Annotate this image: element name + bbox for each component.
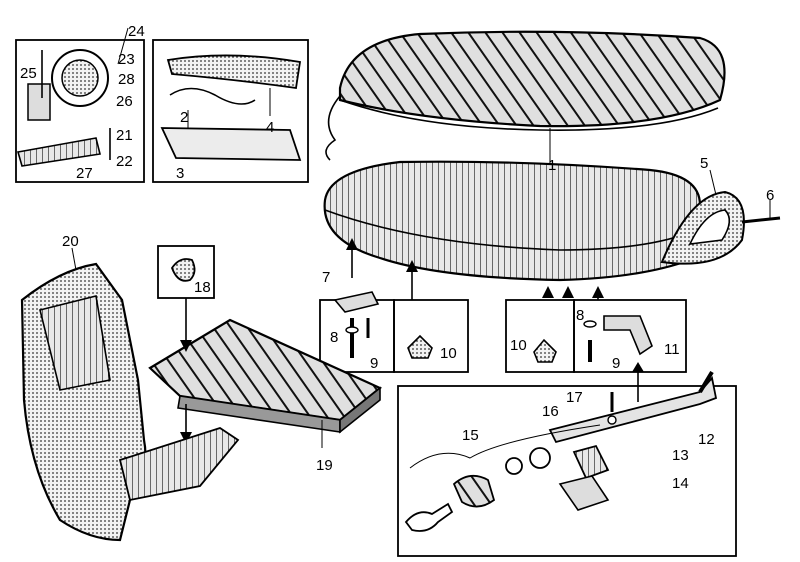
bracket-part-7 bbox=[333, 291, 380, 313]
label-12: 12 bbox=[698, 431, 715, 448]
washer-part-16 bbox=[607, 415, 617, 425]
detail-frame bbox=[15, 39, 145, 183]
label-23: 23 bbox=[118, 51, 135, 68]
label-15: 15 bbox=[462, 427, 479, 444]
lock-assembly-box bbox=[397, 370, 737, 557]
seat-cover-upper bbox=[325, 30, 726, 168]
label-3: 3 bbox=[176, 165, 184, 182]
screw-part-6 bbox=[741, 216, 781, 224]
label-21: 21 bbox=[116, 127, 133, 144]
stud-box-right bbox=[505, 299, 575, 373]
label-7: 7 bbox=[322, 269, 330, 286]
catch-part-14 bbox=[558, 475, 610, 511]
seat-cover-part-4 bbox=[166, 54, 302, 90]
side-fairing-part-20 bbox=[20, 247, 240, 542]
seat-strap bbox=[325, 95, 341, 161]
leader-20 bbox=[71, 247, 77, 271]
detail-box-lock-assembly bbox=[15, 27, 145, 183]
lock-bracket bbox=[27, 83, 51, 121]
seat-foam bbox=[323, 160, 702, 282]
knob-part-18-group bbox=[157, 245, 215, 444]
label-1: 1 bbox=[548, 157, 556, 174]
label-27: 27 bbox=[76, 165, 93, 182]
label-28: 28 bbox=[118, 71, 135, 88]
detail-box-seat-base bbox=[152, 39, 309, 183]
cable-part-2 bbox=[169, 87, 256, 105]
spring-part-12 bbox=[698, 370, 714, 394]
detail-frame-2 bbox=[152, 39, 309, 183]
label-25: 25 bbox=[20, 65, 37, 82]
label-8b: 8 bbox=[576, 307, 584, 324]
label-17: 17 bbox=[566, 389, 583, 406]
assembly-arrows-seat bbox=[346, 238, 644, 402]
label-22: 22 bbox=[116, 153, 133, 170]
rubber-stud-part-10b bbox=[533, 338, 557, 363]
label-5: 5 bbox=[700, 155, 708, 172]
label-11: 11 bbox=[664, 341, 680, 358]
latch-rod-part-13 bbox=[548, 376, 718, 444]
lock-cylinder-part-15 bbox=[452, 474, 496, 508]
label-14: 14 bbox=[672, 475, 689, 492]
label-16: 16 bbox=[542, 403, 559, 420]
label-8a: 8 bbox=[330, 329, 338, 346]
key bbox=[404, 502, 454, 532]
label-13: 13 bbox=[672, 447, 689, 464]
label-2: 2 bbox=[180, 109, 188, 126]
mudguard bbox=[118, 427, 240, 502]
lock-cylinder bbox=[61, 59, 99, 97]
seat-lower bbox=[323, 160, 702, 282]
label-9a: 9 bbox=[370, 355, 378, 372]
label-20: 20 bbox=[62, 233, 79, 250]
label-6: 6 bbox=[766, 187, 774, 204]
label-26: 26 bbox=[116, 93, 133, 110]
label-18: 18 bbox=[194, 279, 211, 296]
leader-24 bbox=[117, 27, 129, 65]
knob-part-18 bbox=[170, 258, 196, 282]
leader-15 bbox=[409, 424, 601, 469]
upper-seat-shell bbox=[338, 30, 726, 128]
label-19: 19 bbox=[316, 457, 333, 474]
washer-part-8b bbox=[583, 320, 597, 328]
part-labels: 1 2 3 4 5 6 7 8 8 9 9 10 10 11 12 13 14 … bbox=[20, 23, 774, 492]
lock-block bbox=[572, 444, 610, 480]
label-9b: 9 bbox=[612, 355, 620, 372]
stud-box-left bbox=[393, 299, 469, 373]
label-10a: 10 bbox=[440, 345, 457, 362]
nut bbox=[529, 447, 551, 469]
bracket-part-11 bbox=[603, 315, 653, 356]
mounting-plate bbox=[16, 137, 101, 167]
luggage-rack-part-19 bbox=[148, 318, 383, 448]
washer-part-8a bbox=[345, 326, 359, 334]
label-4: 4 bbox=[266, 119, 274, 136]
label-24: 24 bbox=[128, 23, 145, 40]
washer bbox=[505, 457, 523, 475]
bracket-box-right bbox=[573, 299, 687, 373]
base-plate-part-3 bbox=[160, 127, 302, 161]
label-10b: 10 bbox=[510, 337, 527, 354]
rubber-stud-part-10a bbox=[407, 334, 433, 359]
leader-5 bbox=[709, 169, 717, 196]
grab-handle-assembly bbox=[660, 169, 781, 265]
